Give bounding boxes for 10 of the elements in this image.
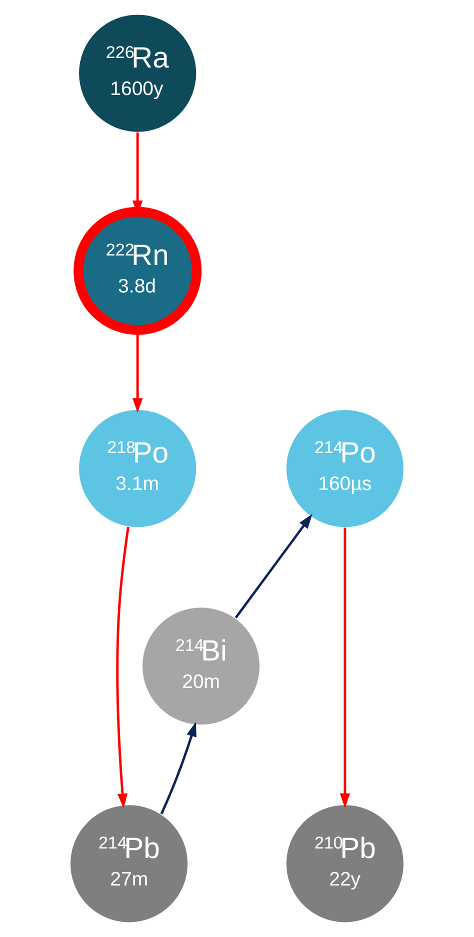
node-circle: $^{226}$Ra 1600y: [78, 14, 198, 134]
node-circle: $^{222}$Rn 3.8d: [74, 206, 202, 335]
arrow: [234, 514, 312, 618]
node-circle: $^{214}$Bi 20m: [141, 606, 261, 726]
node-circle: $^{218}$Po 3.1m: [78, 408, 198, 528]
arrow: [340, 528, 350, 808]
node-circle: $^{214}$Pb 27m: [69, 804, 189, 924]
arrow: [160, 722, 196, 814]
arrow: [116, 526, 130, 808]
node-circle: $^{210}$Pb 22y: [285, 804, 405, 924]
